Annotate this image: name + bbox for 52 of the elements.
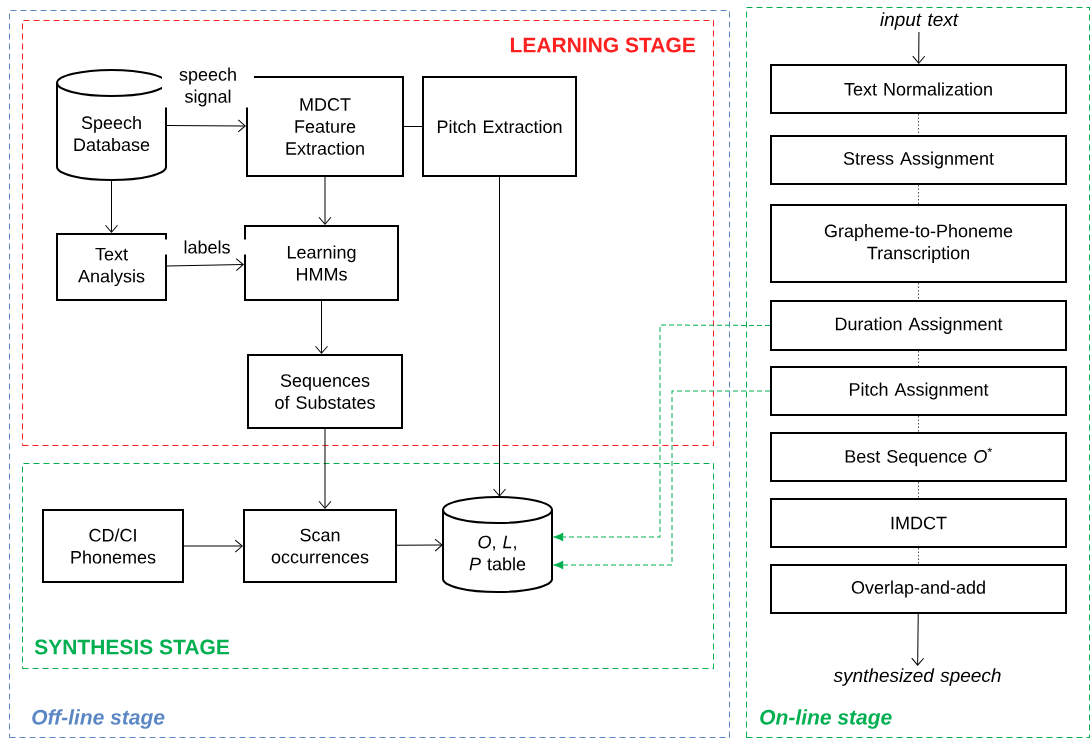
- process-box: Pitch Assignment: [770, 366, 1067, 416]
- flow-text: input text: [880, 12, 959, 30]
- process-box: CD/CI Phonemes: [42, 509, 184, 583]
- connector-line: [918, 547, 919, 565]
- arrow: [318, 176, 332, 225]
- connector-line: [918, 481, 919, 499]
- arrow: [553, 324, 771, 542]
- stage-frame: [746, 7, 1090, 738]
- process-box: Text Normalization: [770, 64, 1067, 114]
- process-box: Sequences of Substates: [247, 354, 403, 429]
- arrow: [912, 31, 926, 64]
- stage-title: LEARNING STAGE: [510, 37, 695, 53]
- process-box: Duration Assignment: [770, 300, 1067, 351]
- stage-title: On-line stage: [760, 709, 892, 729]
- process-box: Overlap-and-add: [770, 564, 1067, 614]
- connector-line: [403, 126, 423, 127]
- node-label: Speech Database: [74, 115, 150, 152]
- stage-title: SYNTHESIS STAGE: [34, 639, 230, 655]
- arrow: [396, 538, 443, 552]
- process-box: IMDCT: [770, 498, 1067, 548]
- node-label: O, L, P table: [469, 535, 526, 571]
- edge-label: labels: [161, 239, 253, 255]
- edge-label: speech signal: [162, 66, 254, 108]
- database-cylinder: Speech Database: [56, 69, 167, 181]
- arrow: [165, 119, 246, 133]
- arrow: [553, 390, 771, 570]
- database-cylinder: O, L, P table: [442, 496, 553, 593]
- arrow: [315, 300, 328, 354]
- connector-line: [918, 113, 919, 136]
- connector-line: [918, 282, 919, 301]
- process-box: Stress Assignment: [770, 135, 1067, 185]
- stage-title: Off-line stage: [32, 709, 165, 729]
- connector-line: [918, 184, 919, 205]
- arrow: [166, 258, 244, 272]
- stage-frame: [9, 10, 730, 738]
- process-box: Grapheme-to-Phoneme Transcription: [770, 204, 1067, 283]
- process-box: Learning HMMs: [244, 225, 399, 301]
- process-box: Best Sequence O$^{*}$: [770, 432, 1067, 482]
- process-box: MDCT Feature Extraction: [246, 76, 404, 177]
- arrow: [318, 428, 332, 509]
- process-box: Scan occurrences: [243, 509, 397, 583]
- process-box: Pitch Extraction: [422, 76, 577, 177]
- arrow: [105, 179, 118, 233]
- process-box: Text Analysis: [56, 233, 167, 301]
- stage-frame: [22, 20, 714, 446]
- connector-line: [918, 350, 919, 367]
- arrow: [183, 539, 243, 553]
- flow-text: synthesized speech: [833, 668, 1001, 686]
- stage-frame: [22, 463, 714, 669]
- arrow: [493, 176, 506, 497]
- arrow: [911, 613, 925, 666]
- connector-line: [918, 415, 919, 433]
